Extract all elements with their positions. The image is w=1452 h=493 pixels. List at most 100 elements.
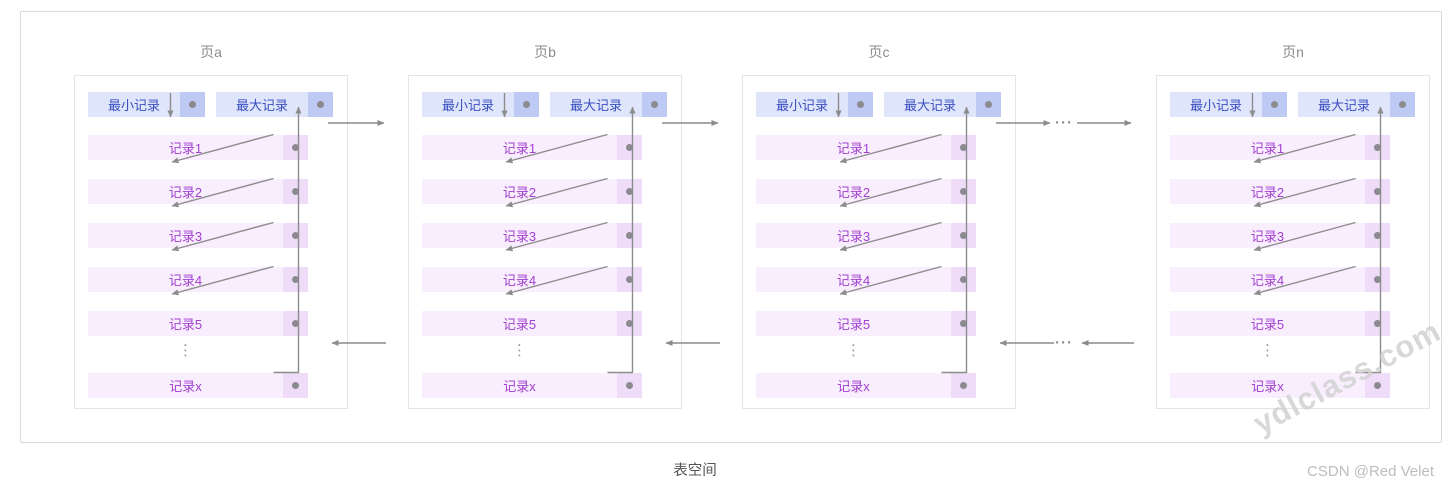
pointer-dot [292, 144, 299, 151]
record-row: 记录5 [756, 311, 976, 336]
min-record-label: 最小记录 [1189, 98, 1242, 113]
record-row: 记录4 [422, 267, 642, 292]
forward-link-ellipsis: ··· [1055, 114, 1073, 132]
max-record-label: 最大记录 [903, 98, 956, 113]
max-record-pointer-cell [1390, 92, 1415, 117]
record-row: 记录1 [422, 135, 642, 160]
record-row: 记录1 [1170, 135, 1390, 160]
max-record-label: 最大记录 [1317, 98, 1370, 113]
record-label: 记录x [503, 379, 536, 394]
page-box: 最小记录 最大记录 ⋮ 记录1 记录2 记录3 [742, 75, 1016, 409]
pointer-dot [1374, 144, 1381, 151]
page-box: 最小记录 最大记录 ⋮ 记录1 记录2 记录3 [1156, 75, 1430, 409]
record-pointer-cell [951, 311, 976, 336]
min-record-pointer-cell [1262, 92, 1287, 117]
pointer-dot [626, 382, 633, 389]
record-pointer-cell [951, 179, 976, 204]
max-record-pointer-cell [642, 92, 667, 117]
pointer-dot [292, 276, 299, 283]
record-row: 记录1 [756, 135, 976, 160]
record-label: 记录1 [168, 141, 203, 156]
max-record-cell: 最大记录 [216, 92, 333, 117]
record-row-last: 记录x [88, 373, 308, 398]
pointer-dot [292, 188, 299, 195]
record-label: 记录5 [502, 317, 537, 332]
record-row: 记录2 [1170, 179, 1390, 204]
record-label: 记录1 [836, 141, 871, 156]
record-label: 记录4 [502, 273, 537, 288]
max-record-label: 最大记录 [569, 98, 622, 113]
record-pointer-cell [617, 135, 642, 160]
pointer-dot [1271, 101, 1278, 108]
record-row-last: 记录x [1170, 373, 1390, 398]
pointer-dot [317, 101, 324, 108]
record-row: 记录2 [756, 179, 976, 204]
record-label: 记录1 [1250, 141, 1285, 156]
record-label: 记录5 [836, 317, 871, 332]
pointer-dot [292, 232, 299, 239]
max-record-cell: 最大记录 [1298, 92, 1415, 117]
page-title: 页n [1282, 44, 1304, 60]
pointer-dot [960, 232, 967, 239]
vertical-ellipsis: ⋮ [178, 342, 193, 359]
pointer-dot [292, 382, 299, 389]
pointer-dot [960, 382, 967, 389]
record-label: 记录2 [1250, 185, 1285, 200]
record-row-last: 记录x [756, 373, 976, 398]
pointer-dot [1374, 320, 1381, 327]
record-label: 记录5 [168, 317, 203, 332]
record-pointer-cell [617, 223, 642, 248]
record-pointer-cell [1365, 135, 1390, 160]
tablespace-container: 页a 最小记录 最大记录 ⋮ 记录1 记录2 [20, 11, 1442, 443]
csdn-credit: CSDN @Red Velet [1307, 463, 1434, 480]
page-2: 页b 最小记录 最大记录 ⋮ 记录1 记录2 [408, 42, 682, 412]
record-pointer-cell [283, 223, 308, 248]
record-row: 记录4 [756, 267, 976, 292]
page-box: 最小记录 最大记录 ⋮ 记录1 记录2 记录3 [74, 75, 348, 409]
record-label: 记录3 [1250, 229, 1285, 244]
record-row: 记录1 [88, 135, 308, 160]
record-pointer-cell [1365, 179, 1390, 204]
record-label: 记录2 [836, 185, 871, 200]
record-row: 记录3 [756, 223, 976, 248]
pointer-dot [626, 320, 633, 327]
record-label: 记录x [837, 379, 870, 394]
page-title: 页a [200, 44, 222, 60]
page-4: 页n 最小记录 最大记录 ⋮ 记录1 记录2 [1156, 42, 1430, 412]
pointer-dot [1399, 101, 1406, 108]
min-record-cell: 最小记录 [1170, 92, 1287, 117]
backward-link-ellipsis: ··· [1055, 334, 1073, 352]
record-label: 记录3 [502, 229, 537, 244]
max-record-cell: 最大记录 [550, 92, 667, 117]
record-pointer-cell [1365, 267, 1390, 292]
pointer-dot [960, 276, 967, 283]
record-pointer-cell [617, 311, 642, 336]
page-1: 页a 最小记录 最大记录 ⋮ 记录1 记录2 [74, 42, 348, 412]
max-record-pointer-cell [976, 92, 1001, 117]
min-record-label: 最小记录 [107, 98, 160, 113]
record-label: 记录4 [836, 273, 871, 288]
record-pointer-cell [283, 267, 308, 292]
record-row: 记录4 [88, 267, 308, 292]
record-pointer-cell [617, 267, 642, 292]
max-record-label: 最大记录 [235, 98, 288, 113]
record-row: 记录4 [1170, 267, 1390, 292]
record-row: 记录3 [1170, 223, 1390, 248]
pointer-dot [985, 101, 992, 108]
pointer-dot [960, 144, 967, 151]
record-pointer-cell [617, 373, 642, 398]
record-pointer-cell [951, 267, 976, 292]
record-label: 记录1 [502, 141, 537, 156]
min-record-label: 最小记录 [441, 98, 494, 113]
record-pointer-cell [283, 373, 308, 398]
record-pointer-cell [951, 373, 976, 398]
pointer-dot [1374, 276, 1381, 283]
tablespace-label: 表空间 [673, 463, 717, 479]
min-record-label: 最小记录 [775, 98, 828, 113]
record-label: 记录2 [502, 185, 537, 200]
pointer-dot [857, 101, 864, 108]
record-pointer-cell [1365, 223, 1390, 248]
pointer-dot [626, 232, 633, 239]
record-row-last: 记录x [422, 373, 642, 398]
